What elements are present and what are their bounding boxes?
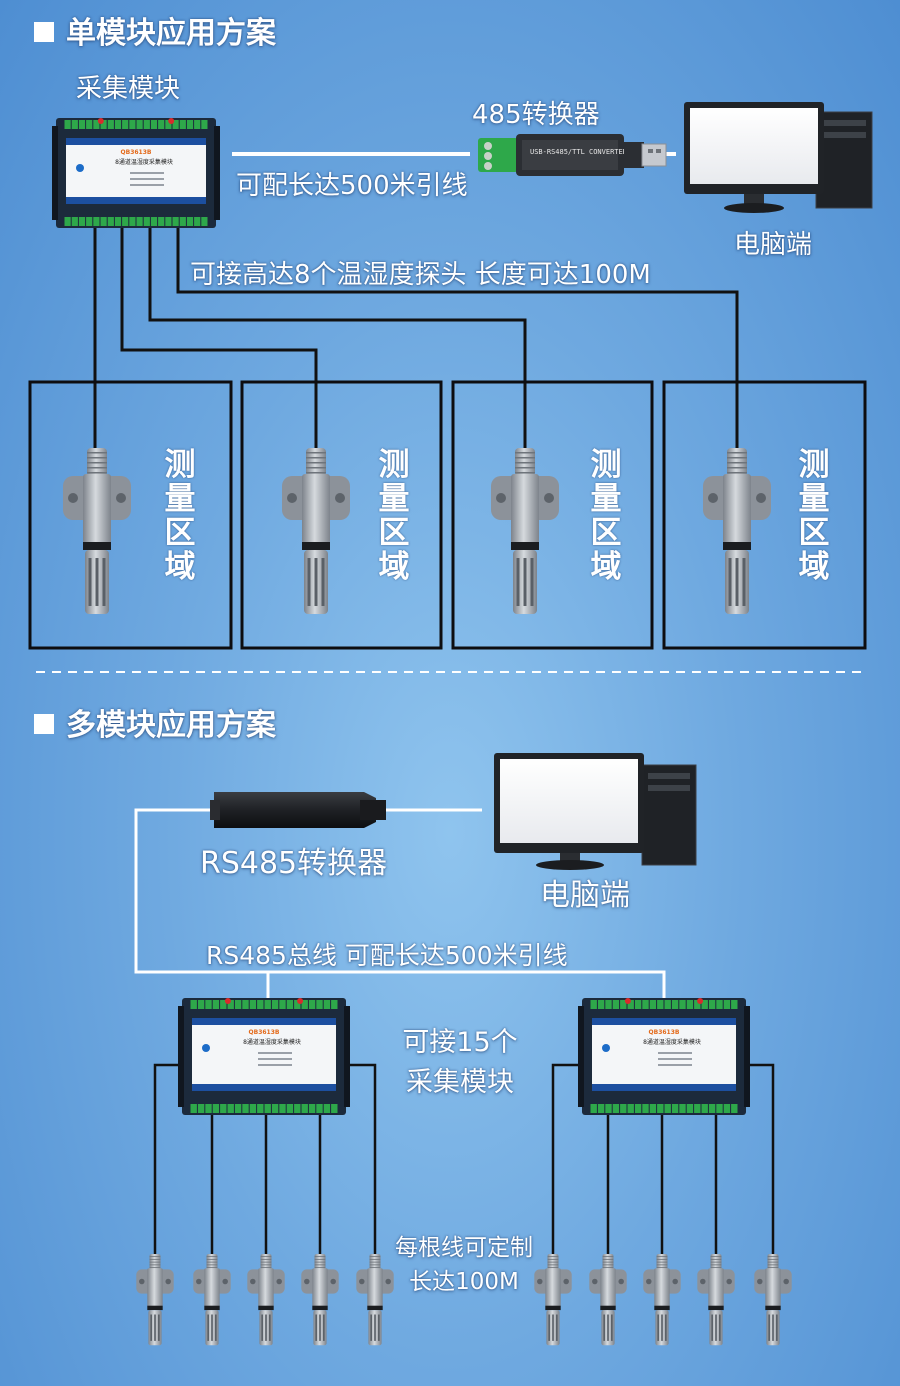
probe-note: 可接高达8个温湿度探头 长度可达100M (190, 260, 651, 290)
m2-wire-5 (746, 1063, 775, 1268)
rs485-converter-label: RS485转换器 (200, 846, 388, 881)
zone-box-1 (28, 380, 233, 650)
brand-logo-icon (76, 164, 84, 172)
zone-label-3: 测量区域 (590, 447, 622, 585)
m2-wire-1 (551, 1063, 582, 1268)
collector-module-multi-1: QB3613B 8通道温湿度采集模块 (178, 998, 350, 1115)
brand-logo-icon (202, 1044, 210, 1052)
module-model: QB3613B (121, 149, 152, 156)
computer-2 (494, 753, 697, 870)
computer-label-1: 电脑端 (734, 230, 813, 260)
m2-probe-3 (643, 1254, 681, 1346)
m2-probe-1 (534, 1254, 572, 1346)
temp-humidity-probe-2 (282, 448, 350, 614)
temp-humidity-probe-1 (63, 448, 131, 614)
zone-label-2: 测量区域 (378, 447, 410, 585)
probe-wire-4 (176, 228, 739, 455)
rs485-converter-2 (210, 792, 386, 828)
single-wires (93, 228, 739, 455)
single-section-title: 单模块应用方案 (34, 8, 276, 52)
collector-module-single: QB3613B 8通道温湿度采集模块 (52, 118, 220, 228)
computer-1 (684, 102, 873, 213)
zone-boxes (28, 380, 867, 650)
probe-wire-2 (120, 228, 318, 455)
m1-probe-1 (136, 1254, 174, 1346)
bus-line (134, 808, 666, 998)
module-model: QB3613B (249, 1029, 280, 1036)
m1-probe-3 (247, 1254, 285, 1346)
probe-wire-3 (148, 228, 527, 455)
zone-label-4: 测量区域 (798, 447, 830, 585)
multi-section-title: 多模块应用方案 (34, 700, 276, 744)
zone-box-3 (451, 380, 654, 650)
m1-wire-5 (346, 1063, 377, 1268)
zone-box-4 (662, 380, 867, 650)
m1-probe-2 (193, 1254, 231, 1346)
m1-probe-5 (356, 1254, 394, 1346)
usb-485-converter: USB-RS485/TTL CONVERTER (478, 134, 667, 176)
m2-probe-4 (697, 1254, 735, 1346)
module-name: 8通道温湿度采集模块 (115, 158, 173, 166)
m1-probe-4 (301, 1254, 339, 1346)
module-name: 8通道温湿度采集模块 (643, 1038, 701, 1046)
m2-probe-5 (754, 1254, 792, 1346)
temp-humidity-probe-4 (703, 448, 771, 614)
wire-note-2: 长达100M (409, 1269, 519, 1295)
module-count-note-1: 可接15个 (402, 1027, 518, 1058)
brand-logo-icon (602, 1044, 610, 1052)
m2-probe-2 (589, 1254, 627, 1346)
cable-note: 可配长达500米引线 (236, 171, 468, 201)
usb-converter-text: USB-RS485/TTL CONVERTER (530, 148, 628, 156)
computer-label-2: 电脑端 (540, 878, 630, 913)
collector-module-multi-2: QB3613B 8通道温湿度采集模块 (578, 998, 750, 1115)
bus-note: RS485总线 可配长达500米引线 (206, 941, 568, 970)
module-label: 采集模块 (76, 74, 181, 104)
converter-label: 485转换器 (472, 100, 600, 130)
zone-label-1: 测量区域 (164, 447, 196, 585)
module-count-note-2: 采集模块 (406, 1067, 514, 1098)
bus-lines (134, 808, 666, 998)
temp-humidity-probe-3 (491, 448, 559, 614)
title-square-icon (34, 22, 54, 42)
module-model: QB3613B (649, 1029, 680, 1036)
m1-wire-1 (153, 1063, 180, 1268)
zone-box-2 (240, 380, 443, 650)
module-name: 8通道温湿度采集模块 (243, 1038, 301, 1046)
wire-note-1: 每根线可定制 (395, 1235, 533, 1261)
title-square-icon (34, 714, 54, 734)
multi-probe-wires (153, 1063, 775, 1268)
